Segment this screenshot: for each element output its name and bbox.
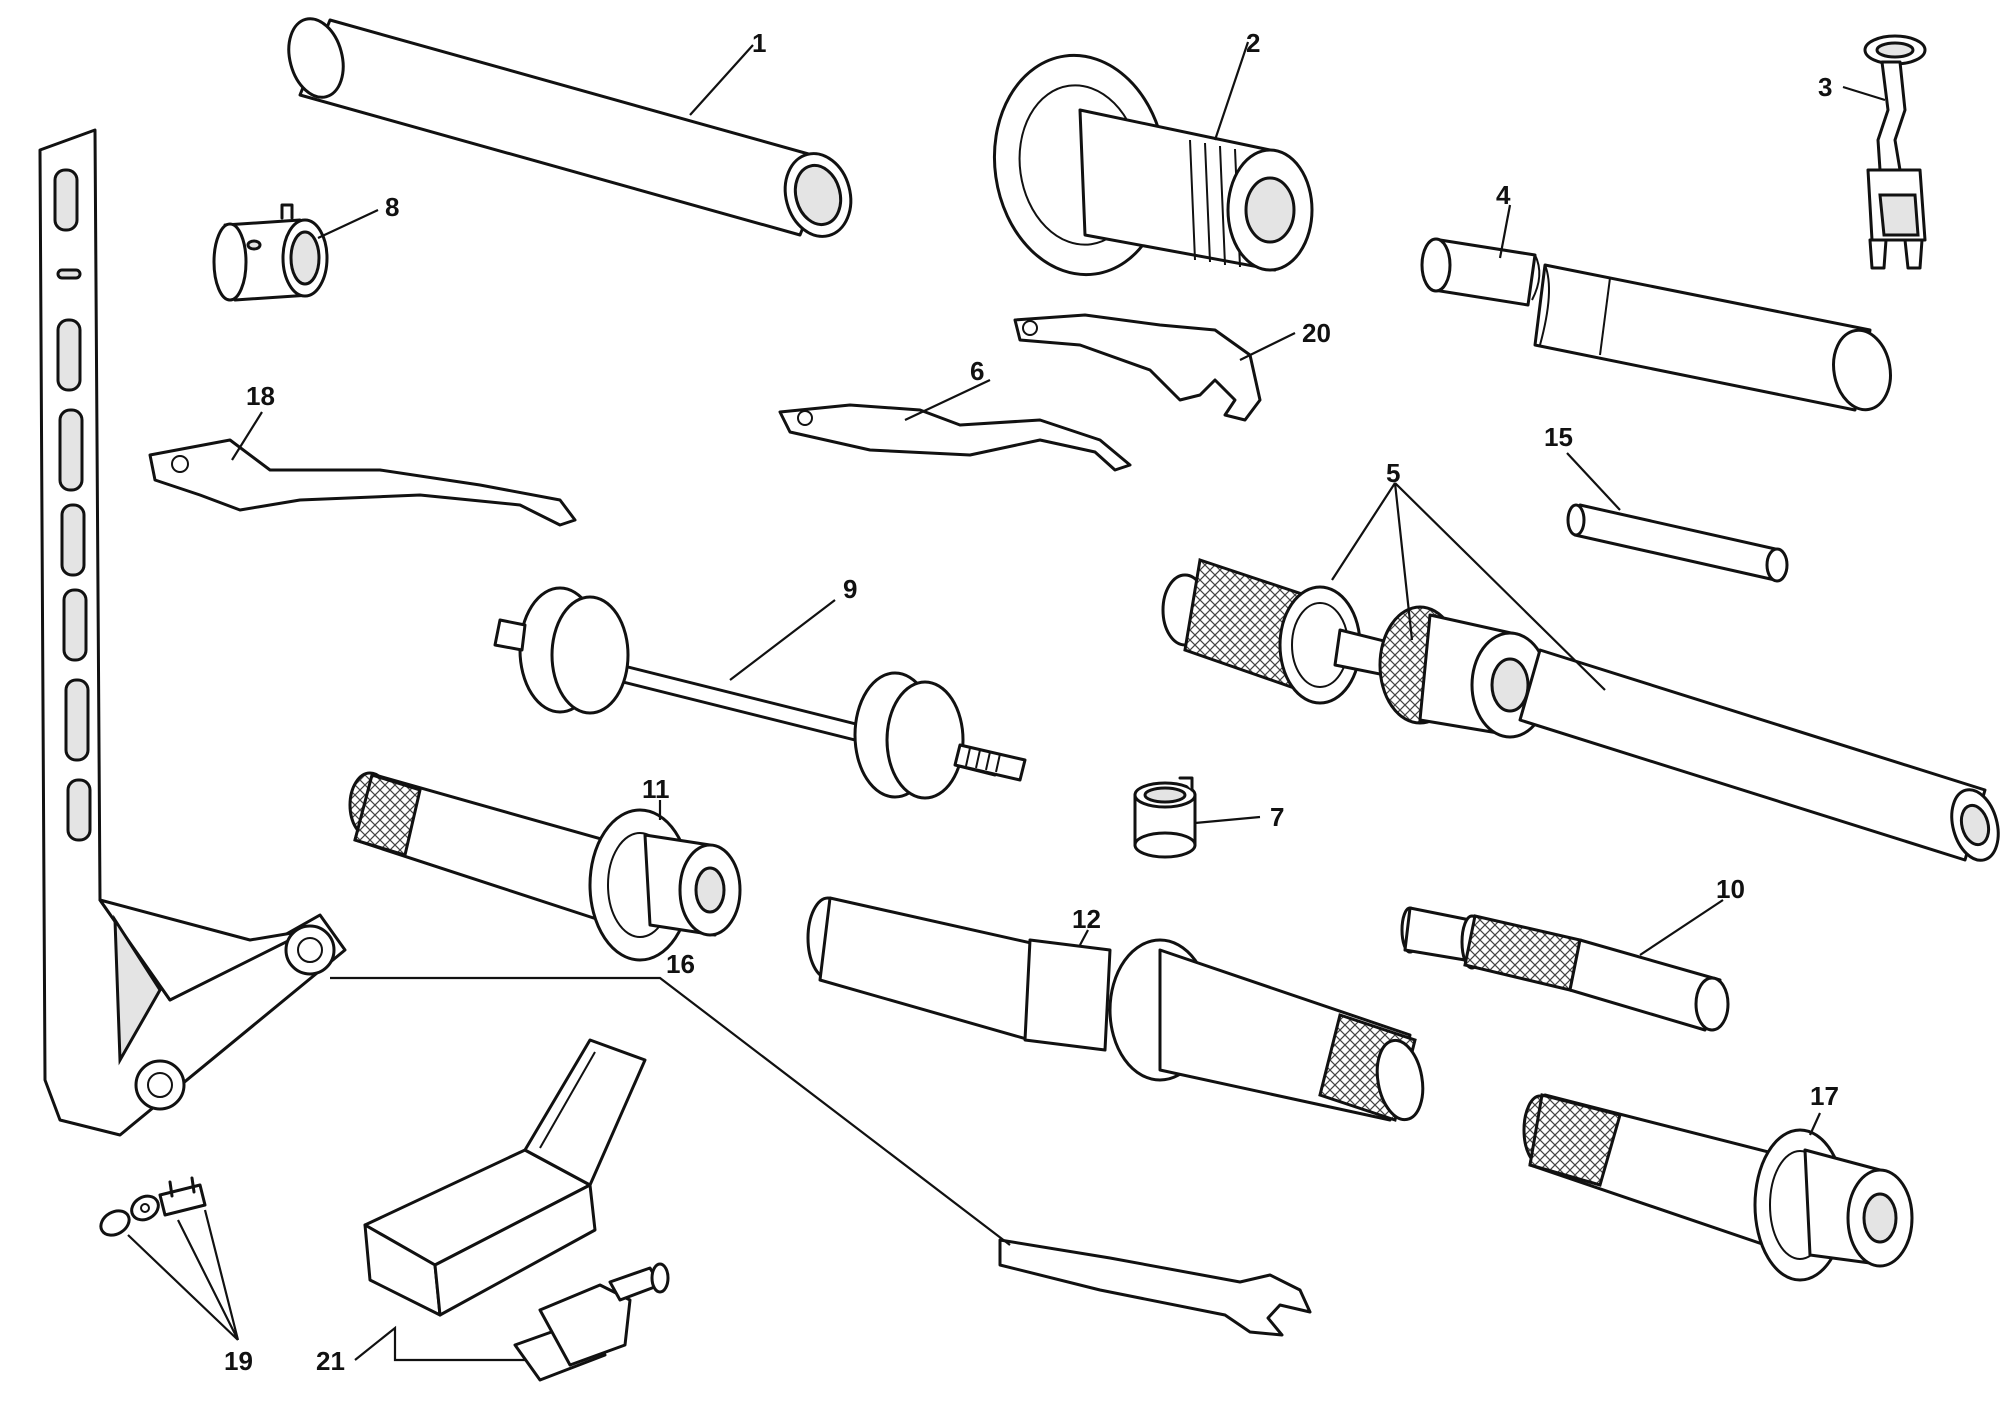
leader-lines <box>127 41 1886 1362</box>
part-3-puller <box>1863 34 1927 270</box>
part-1-tube <box>287 17 853 238</box>
callout-6: 6 <box>970 356 984 386</box>
part-9-slide-puller <box>493 586 1027 800</box>
callout-1: 1 <box>752 28 766 58</box>
callout-21: 21 <box>316 1346 345 1376</box>
part-15-pin <box>1566 503 1789 583</box>
callout-labels: 1 2 3 4 5 6 7 8 9 10 11 12 15 16 17 18 1… <box>224 28 1839 1376</box>
part-21-case-and-tool <box>363 1038 670 1382</box>
callout-10: 10 <box>1716 874 1745 904</box>
callout-18: 18 <box>246 381 275 411</box>
part-10-drift <box>1400 906 1730 1032</box>
part-12-dual-drift <box>806 896 1425 1122</box>
callout-5: 5 <box>1386 458 1400 488</box>
part-2-threaded-drift <box>992 53 1314 277</box>
part-6-hook-wrench <box>778 403 1132 472</box>
callout-11: 11 <box>642 774 670 804</box>
part-7-collar <box>1133 776 1197 859</box>
open-spanner <box>998 1238 1312 1337</box>
part-19-chain-link <box>99 1176 207 1237</box>
part-18-hook-wrench <box>148 438 577 527</box>
callout-17: 17 <box>1810 1081 1839 1111</box>
part-5-drift-set <box>1161 558 2000 862</box>
callout-20: 20 <box>1302 318 1331 348</box>
part-11-knurled-drift <box>348 771 742 962</box>
part-4-shaft <box>1420 237 1892 412</box>
callout-3: 3 <box>1818 72 1832 102</box>
part-17-flanged-drift <box>1522 1093 1914 1282</box>
callout-9: 9 <box>843 574 857 604</box>
part-20-c-spanner <box>1013 313 1262 422</box>
callout-4: 4 <box>1496 180 1511 210</box>
part-16-stand <box>38 128 347 1137</box>
part-8-sleeve <box>212 203 329 302</box>
callout-8: 8 <box>385 192 399 222</box>
callout-2: 2 <box>1246 28 1260 58</box>
callout-19: 19 <box>224 1346 253 1376</box>
callout-15: 15 <box>1544 422 1573 452</box>
callout-16: 16 <box>666 949 695 979</box>
callout-7: 7 <box>1270 802 1284 832</box>
callout-12: 12 <box>1072 904 1101 934</box>
